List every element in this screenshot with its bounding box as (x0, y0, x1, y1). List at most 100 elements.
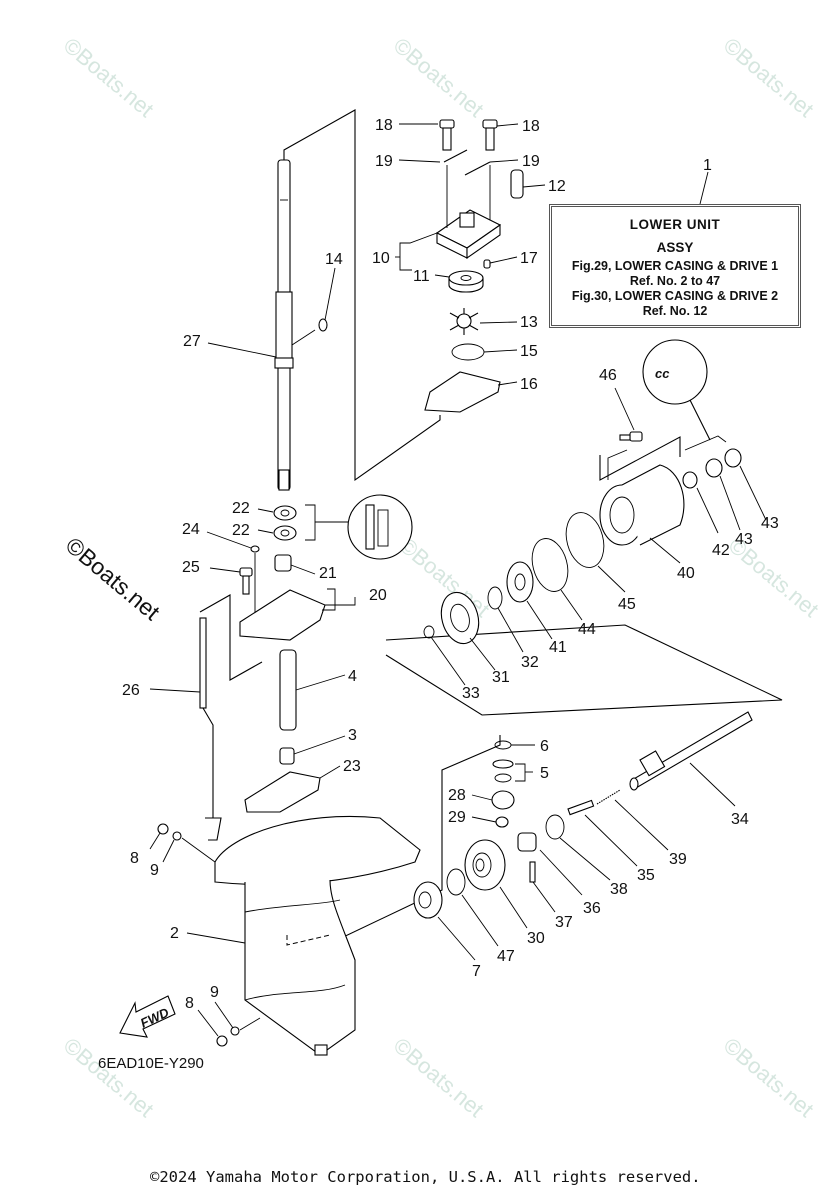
callout-43: 43 (761, 515, 779, 532)
callout-29: 29 (448, 809, 466, 826)
callout-numbers: 18 18 19 19 12 1 10 11 17 14 13 27 15 16… (122, 117, 779, 1012)
forward-gear-30 (464, 839, 506, 891)
callout-43: 43 (735, 531, 753, 548)
watermark: ©Boats.net (719, 33, 819, 122)
bearing-41 (506, 561, 534, 603)
callout-17: 17 (520, 250, 538, 267)
callout-3: 3 (348, 727, 357, 744)
thrust-bearing-5 (492, 759, 514, 769)
diagram-code: 6EAD10E-Y290 (98, 1055, 204, 1072)
callout-18: 18 (375, 117, 393, 134)
callout-7: 7 (472, 963, 481, 980)
callout-2: 2 (170, 925, 179, 942)
callout-37: 37 (555, 914, 573, 931)
shim-47 (446, 868, 466, 896)
callout-32: 32 (521, 654, 539, 671)
callout-6: 6 (540, 738, 549, 755)
watermark: ©Boats.net (59, 1033, 159, 1122)
washer-9-lower (230, 1026, 240, 1036)
o-ring-45 (565, 512, 605, 568)
cross-pin-37 (529, 861, 536, 883)
callout-41: 41 (549, 639, 567, 656)
nut-29 (495, 816, 509, 828)
shim-32 (487, 586, 503, 610)
callout-13: 13 (520, 314, 538, 331)
reverse-gear-31 (440, 591, 480, 645)
callout-36: 36 (583, 900, 601, 917)
info-box-line: Fig.30, LOWER CASING & DRIVE 2 (571, 289, 779, 303)
washer-33 (423, 625, 435, 639)
callout-22: 22 (232, 500, 250, 517)
impeller-13 (449, 308, 479, 335)
callout-42: 42 (712, 542, 730, 559)
watermark: ©Boats.net (389, 1033, 489, 1122)
callout-10: 10 (372, 250, 390, 267)
callout-21: 21 (319, 565, 337, 582)
grommet-3 (279, 747, 295, 765)
tube-12 (510, 169, 524, 199)
callout-24: 24 (182, 521, 200, 538)
key-14 (318, 318, 328, 332)
pin-17 (483, 259, 491, 269)
watermarks: ©Boats.net ©Boats.net ©Boats.net ©Boats.… (59, 33, 824, 1122)
callout-44: 44 (578, 621, 596, 638)
pinion-28 (491, 790, 515, 810)
callout-25: 25 (182, 559, 200, 576)
callout-20: 20 (369, 587, 387, 604)
callout-34: 34 (731, 811, 749, 828)
screw-8-lower (216, 1035, 228, 1047)
callout-23: 23 (343, 758, 361, 775)
callout-22: 22 (232, 522, 250, 539)
bolt-46 (619, 431, 643, 442)
callout-15: 15 (520, 343, 538, 360)
copyright-footer: ©2024 Yamaha Motor Corporation, U.S.A. A… (150, 1168, 701, 1186)
oil-seal-42 (682, 471, 698, 489)
callout-40: 40 (677, 565, 695, 582)
watermark-dark: ©Boats.net (61, 532, 166, 626)
callout-35: 35 (637, 867, 655, 884)
callout-33: 33 (462, 685, 480, 702)
gasket-23 (244, 771, 321, 813)
callout-26: 26 (122, 682, 140, 699)
callout-19: 19 (522, 153, 540, 170)
info-box-line: Ref. No. 2 to 47 (629, 274, 721, 288)
callout-28: 28 (448, 787, 466, 804)
washer-24 (250, 545, 260, 553)
callout-39: 39 (669, 851, 687, 868)
callout-14: 14 (325, 251, 343, 268)
callout-46: 46 (599, 367, 617, 384)
callout-9: 9 (210, 984, 219, 1001)
propeller-shaft-34 (629, 711, 753, 791)
info-box-subtitle: ASSY (656, 240, 694, 255)
callout-31: 31 (492, 669, 510, 686)
plates-19 (443, 149, 491, 176)
callout-8: 8 (185, 995, 194, 1012)
water-pump-housing-10 (435, 165, 502, 260)
callout-11: 11 (413, 268, 430, 285)
callout-18: 18 (522, 118, 540, 135)
spring-39 (596, 789, 621, 805)
bearings-22 (273, 505, 297, 541)
info-box-title: LOWER UNIT (629, 217, 721, 232)
drive-shaft-27 (274, 159, 294, 491)
leader-lines (149, 123, 767, 1037)
screw-8-upper (157, 823, 169, 835)
callout-16: 16 (520, 376, 538, 393)
detail-circle-seal-2 (642, 339, 708, 405)
callout-47: 47 (497, 948, 515, 965)
svg-text:cc: cc (655, 366, 670, 381)
washer-9-upper (172, 831, 182, 841)
oil-seal-43b (724, 448, 742, 468)
callout-5: 5 (540, 765, 549, 782)
info-box-line: Ref. No. 12 (642, 304, 708, 318)
assembly-info-box: LOWER UNIT ASSY Fig.29, LOWER CASING & D… (549, 204, 801, 328)
bolts-18 (439, 119, 498, 151)
dog-clutch-36 (517, 832, 537, 852)
bushing-21 (274, 554, 292, 572)
water-tube-4 (279, 649, 297, 731)
housing-20 (239, 589, 326, 641)
callout-9: 9 (150, 862, 159, 879)
shift-rod-26 (199, 617, 222, 841)
prop-shaft-housing-40 (599, 464, 685, 546)
callout-45: 45 (618, 596, 636, 613)
